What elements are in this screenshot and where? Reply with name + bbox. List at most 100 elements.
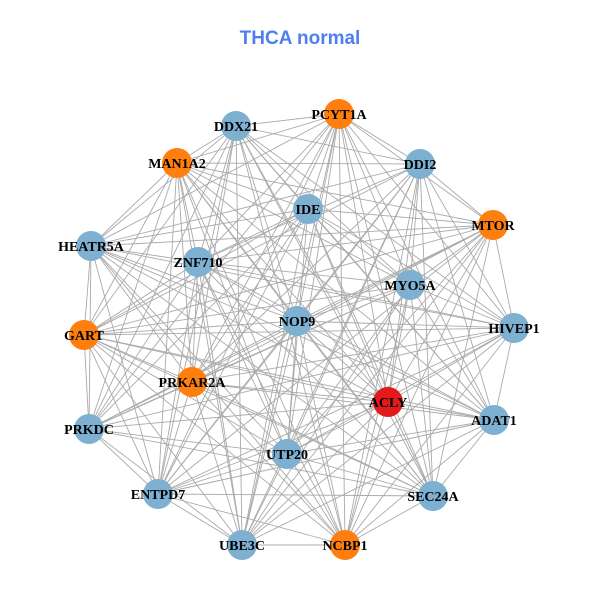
edge [90, 163, 421, 247]
node-pcyt1a[interactable]: PCYT1A [311, 99, 367, 129]
edge [191, 208, 309, 383]
edge [176, 162, 243, 546]
edge [191, 381, 346, 546]
node-ide[interactable]: IDE [293, 194, 323, 224]
edge [235, 125, 298, 322]
edge [296, 284, 411, 322]
node-label: DDI2 [404, 158, 437, 173]
edge [296, 320, 495, 421]
edge [296, 320, 434, 497]
edge [338, 113, 389, 403]
edge [176, 162, 389, 403]
node-gart[interactable]: GART [64, 320, 105, 350]
edge [286, 327, 515, 455]
node-circle [499, 313, 529, 343]
edge [241, 224, 494, 546]
edge [176, 162, 421, 165]
edge [409, 284, 434, 497]
edge [344, 401, 389, 546]
node-circle [282, 306, 312, 336]
node-label: MAN1A2 [148, 157, 206, 172]
edge [83, 284, 411, 336]
edge [307, 208, 389, 403]
node-label: HEATR5A [58, 240, 125, 255]
edge [90, 245, 199, 263]
node-ncbp1[interactable]: NCBP1 [322, 530, 368, 560]
node-hivep1[interactable]: HIVEP1 [488, 313, 540, 343]
edge [235, 125, 389, 403]
node-ddi2[interactable]: DDI2 [404, 149, 437, 179]
edge [409, 284, 495, 421]
node-man1a2[interactable]: MAN1A2 [148, 148, 206, 178]
node-prkdc[interactable]: PRKDC [64, 414, 114, 444]
edge [286, 419, 495, 455]
edge [296, 320, 346, 546]
edge [90, 162, 178, 247]
node-circle [177, 367, 207, 397]
edge [344, 495, 434, 546]
edge [88, 208, 309, 430]
edge [197, 261, 515, 329]
edge [88, 428, 288, 455]
node-utp20[interactable]: UTP20 [266, 439, 308, 469]
edge [235, 125, 421, 165]
edge [235, 113, 340, 127]
node-circle [162, 148, 192, 178]
node-circle [74, 414, 104, 444]
edge [241, 401, 389, 546]
node-label: NOP9 [279, 315, 316, 330]
edge [83, 224, 494, 336]
edge [286, 401, 389, 455]
node-label: ACLY [369, 396, 407, 411]
edge [176, 162, 346, 546]
edge [387, 401, 434, 497]
node-circle [373, 387, 403, 417]
node-circle [395, 270, 425, 300]
edge [157, 419, 495, 495]
edge [191, 224, 494, 383]
node-heatr5a[interactable]: HEATR5A [58, 231, 125, 261]
node-acly[interactable]: ACLY [369, 387, 407, 417]
edge [241, 453, 288, 546]
node-label: SEC24A [407, 490, 459, 505]
edge [90, 125, 237, 247]
node-znf710[interactable]: ZNF710 [174, 247, 223, 277]
node-mtor[interactable]: MTOR [471, 210, 516, 240]
edge [296, 320, 389, 403]
node-ddx21[interactable]: DDX21 [214, 111, 258, 141]
edge [286, 113, 340, 455]
edge [235, 125, 411, 286]
node-myo5a[interactable]: MYO5A [384, 270, 437, 300]
node-prkar2a[interactable]: PRKAR2A [159, 367, 227, 397]
edge [90, 245, 434, 497]
edge [157, 208, 309, 495]
edge [90, 245, 389, 403]
node-entpd7[interactable]: ENTPD7 [131, 479, 185, 509]
edge [191, 163, 421, 383]
edge [286, 453, 434, 497]
edge [191, 327, 515, 383]
node-sec24a[interactable]: SEC24A [407, 481, 460, 511]
node-nop9[interactable]: NOP9 [279, 306, 316, 336]
node-ube3c[interactable]: UBE3C [219, 530, 265, 560]
edge [157, 493, 434, 497]
edge [344, 224, 494, 546]
edge [286, 224, 494, 455]
node-adat1[interactable]: ADAT1 [471, 405, 517, 435]
edge [338, 113, 411, 286]
edge [157, 320, 298, 495]
node-circle [324, 99, 354, 129]
node-label: UBE3C [219, 539, 265, 554]
edge [83, 162, 178, 336]
edge [344, 284, 411, 546]
edge [197, 261, 346, 546]
node-label: IDE [296, 203, 321, 218]
edge [83, 320, 298, 336]
edge [307, 208, 515, 329]
edge [90, 245, 288, 455]
node-circle [227, 530, 257, 560]
edge [197, 261, 243, 546]
